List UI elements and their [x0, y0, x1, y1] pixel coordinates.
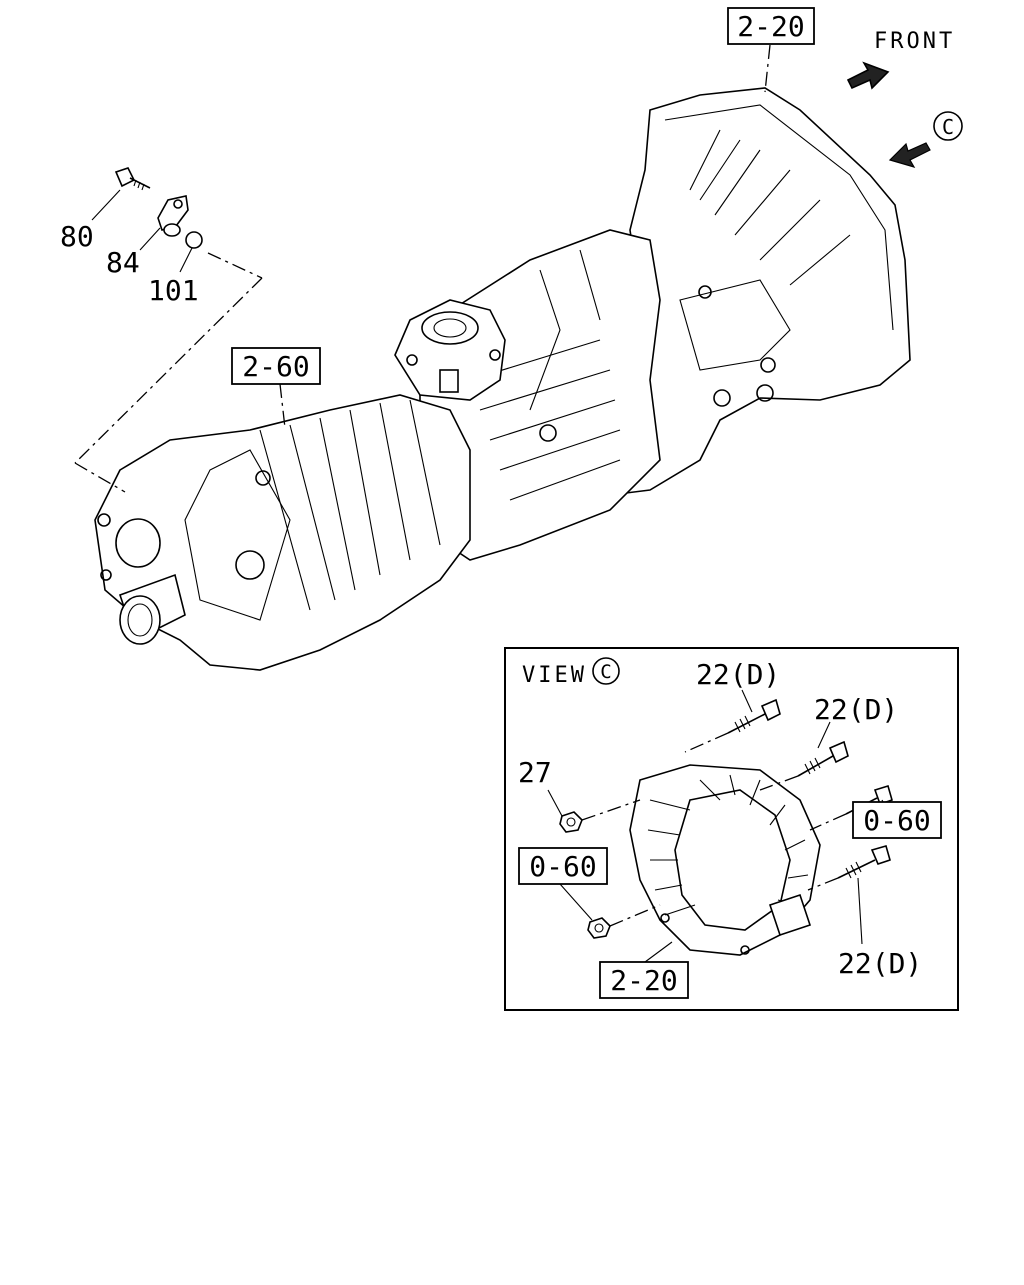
- bolt-22d-bottom-illustration: [837, 845, 891, 879]
- view-c-arrow-icon: [888, 142, 931, 168]
- transmission-assembly-illustration: [94, 87, 911, 671]
- ref-box-0-60-left: 0-60: [518, 847, 608, 885]
- inset-leader-lines: [547, 689, 894, 963]
- part-84-label: 84: [106, 246, 140, 279]
- ref-box-2-60: 2-60: [231, 347, 321, 385]
- main-leader-lines: [74, 44, 771, 493]
- nut-0-60-left-illustration: [587, 917, 611, 939]
- front-arrow-icon: [846, 61, 890, 90]
- part-101-label: 101: [148, 274, 199, 307]
- front-label: FRONT: [874, 29, 955, 54]
- part-22d-bottom-label: 22(D): [838, 947, 922, 980]
- ref-2-20-top-label: 2-20: [737, 10, 804, 43]
- part-27-label: 27: [518, 756, 552, 789]
- inset-view-c: VIEW C: [504, 647, 959, 1011]
- svg-text:C: C: [942, 115, 954, 139]
- part-80-label: 80: [60, 220, 94, 253]
- oring-101-illustration: [185, 231, 203, 249]
- ref-box-0-60-right: 0-60: [852, 801, 942, 839]
- inset-title-marker-icon: C: [592, 657, 620, 685]
- ref-2-20-inset-label: 2-20: [610, 964, 677, 997]
- view-c-marker-icon: C: [933, 111, 963, 141]
- part-22d-middle-label: 22(D): [814, 693, 898, 726]
- bolt-22d-top-illustration: [727, 698, 781, 734]
- ref-box-2-20-top: 2-20: [727, 7, 815, 45]
- sensor-84-illustration: [157, 195, 189, 237]
- inset-title: VIEW: [522, 663, 587, 688]
- part-22d-top-label: 22(D): [696, 658, 780, 691]
- bell-housing-view-illustration: [629, 764, 821, 956]
- bolt-22d-middle-illustration: [797, 740, 849, 777]
- ref-box-2-20-inset: 2-20: [599, 961, 689, 999]
- ref-0-60-right-label: 0-60: [863, 804, 930, 837]
- ref-0-60-left-label: 0-60: [529, 850, 596, 883]
- ref-2-60-label: 2-60: [242, 350, 309, 383]
- bolt-80-illustration: [114, 167, 151, 191]
- svg-text:C: C: [600, 661, 611, 683]
- nut-27-illustration: [559, 811, 583, 833]
